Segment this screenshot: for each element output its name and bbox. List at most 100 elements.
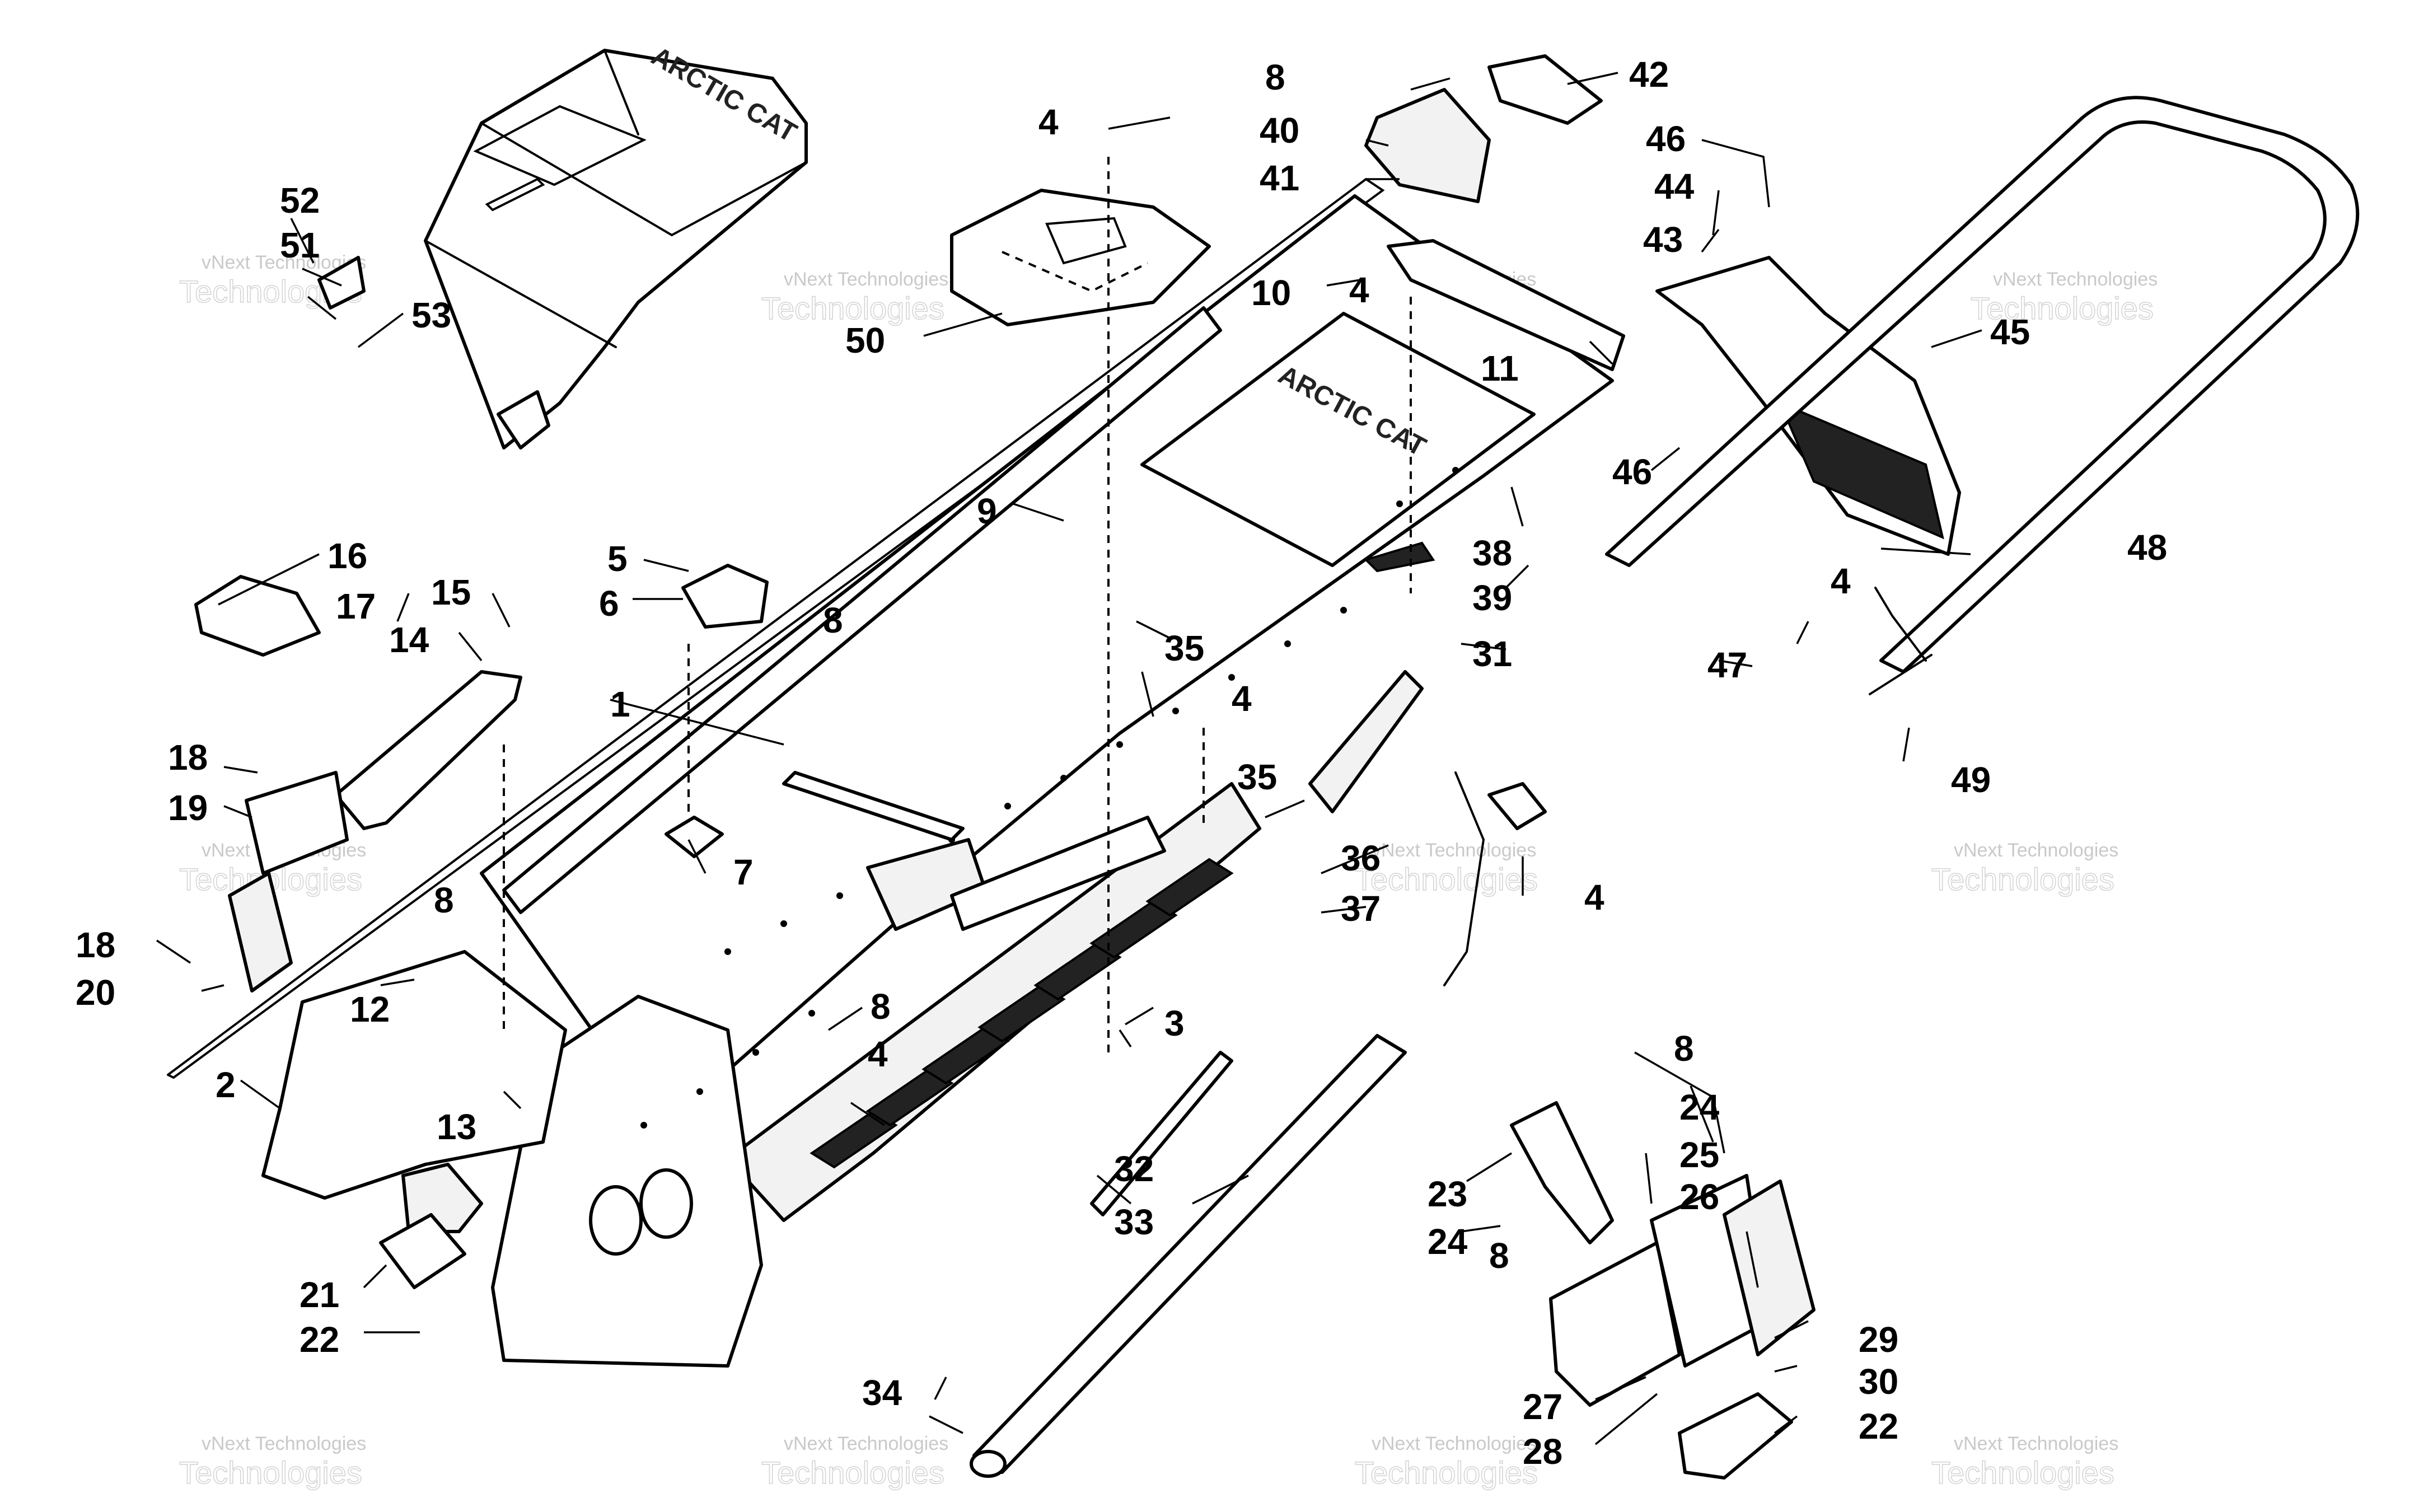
callout-50: 50 [845,320,885,361]
svg-text:Technologies: Technologies [761,291,944,326]
callout-17: 17 [336,586,376,626]
rear-bracket-4 [1487,782,1547,830]
callout-24: 24 [1679,1087,1720,1127]
rear-badge-39 [1364,541,1435,573]
svg-text:vNext Technologies: vNext Technologies [784,1433,948,1454]
front-frame-plate [401,1163,483,1233]
tunnel-outline [167,178,1385,1079]
side-panel-30 [1678,1392,1793,1480]
callout-6: 6 [599,583,619,624]
seat-panel [473,105,647,186]
snow-flap [1655,256,1961,556]
svg-text:Technologies: Technologies [1931,862,2114,897]
callout-1: 1 [610,684,630,724]
svg-text:vNext Technologies: vNext Technologies [1372,1433,1536,1454]
svg-text:vNext Technologies: vNext Technologies [1993,269,2158,290]
callout-41: 41 [1260,158,1299,198]
side-panel-27 [1549,1241,1681,1407]
callout-8: 8 [871,986,891,1027]
callout-34: 34 [862,1373,902,1413]
callout-8: 8 [1674,1028,1694,1069]
svg-text:vNext Technologies: vNext Technologies [202,1433,366,1454]
callout-4: 4 [1584,877,1604,918]
callout-35: 35 [1237,757,1277,797]
tail-light [1364,54,1603,203]
callout-32: 32 [1114,1149,1154,1189]
seat: ARCTIC CAT [317,41,808,450]
svg-text:vNext Technologies: vNext Technologies [1954,840,2118,861]
callout-8: 8 [1265,57,1285,97]
svg-text:Technologies: Technologies [761,1455,944,1490]
callout-47: 47 [1707,645,1747,685]
center-brackets [665,564,769,858]
callout-22: 22 [1859,1406,1898,1447]
callout-16: 16 [327,536,367,576]
callout-49: 49 [1951,760,1991,800]
rear-right-parts [1308,670,1547,986]
storage-bag [950,189,1211,326]
callout-12: 12 [350,989,390,1029]
callout-31: 31 [1472,634,1512,674]
callout-46: 46 [1646,119,1686,159]
seat-hook [317,256,366,310]
tunnel-holes [640,467,1459,1129]
tunnel-front-hole [589,1185,643,1256]
seat-bracket [497,390,550,450]
tunnel-front-section [491,995,763,1368]
callout-27: 27 [1523,1387,1562,1427]
tunnel: ARCTIC CAT [167,178,1614,1368]
bumper-clamp [1869,654,1933,695]
leader-lines [156,72,1982,1445]
rear-rod-37 [1443,771,1485,986]
rear-bumper-11 [1387,239,1625,371]
callout-40: 40 [1260,110,1299,151]
callout-53: 53 [411,295,451,335]
footwell-cup [379,1213,466,1289]
callout-10: 10 [1251,273,1291,313]
callout-20: 20 [76,972,115,1013]
storage-bag-seam [1002,251,1148,293]
callout-25: 25 [1679,1135,1719,1175]
callout-28: 28 [1523,1431,1562,1472]
tunnel-left-skirt [502,306,1222,914]
callout-46: 46 [1612,452,1652,492]
callout-38: 38 [1472,533,1512,573]
callout-19: 19 [168,788,208,828]
side-panel-right [1510,1101,1816,1480]
tunnel-center-bar [950,816,1166,931]
connection-lines [503,157,1412,1052]
callout-4: 4 [1232,678,1252,719]
callout-44: 44 [1654,166,1695,207]
callout-11: 11 [1481,348,1519,388]
callout-13: 13 [437,1107,476,1147]
callout-29: 29 [1859,1319,1898,1360]
callout-7: 7 [733,852,754,892]
callout-37: 37 [1341,888,1381,929]
tunnel-rear-panel [1140,312,1536,567]
side-panel-36 [1308,670,1424,813]
rear-flap-area [1364,239,1625,573]
rear-handle-body [334,670,522,830]
tunnel-strip [1090,1051,1233,1216]
front-frame-body [261,950,567,1200]
callout-2: 2 [216,1065,236,1105]
svg-text:vNext Technologies: vNext Technologies [1954,1433,2118,1454]
callout-43: 43 [1643,219,1683,260]
running-board-treads [810,858,1234,1169]
side-grille [228,872,293,993]
callout-52: 52 [280,180,320,221]
side-panel-23 [1510,1101,1614,1244]
svg-text:Technologies: Technologies [1931,1455,2114,1490]
svg-text:Technologies: Technologies [1355,1455,1538,1490]
callout-39: 39 [1472,578,1512,618]
callout-21: 21 [300,1275,339,1315]
callout-26: 26 [1679,1177,1719,1217]
tunnel-rod [970,1034,1407,1478]
seat-contour [424,49,807,348]
rear-bumper-loop-body [1605,96,2360,673]
